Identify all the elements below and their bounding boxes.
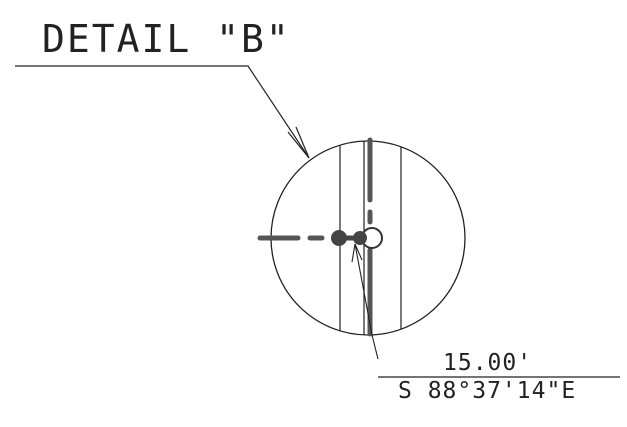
annotation-arrowhead-icon: [351, 243, 363, 263]
annotation-leader-line: [354, 243, 379, 360]
detail-title: DETAIL "B": [42, 17, 291, 61]
title-leader-line: [15, 65, 310, 159]
point-marker: [353, 231, 367, 245]
bearing-label: S 88°37'14"E: [398, 378, 576, 404]
distance-label: 15.00': [443, 350, 532, 376]
leader-arrowhead-icon: [287, 126, 310, 159]
